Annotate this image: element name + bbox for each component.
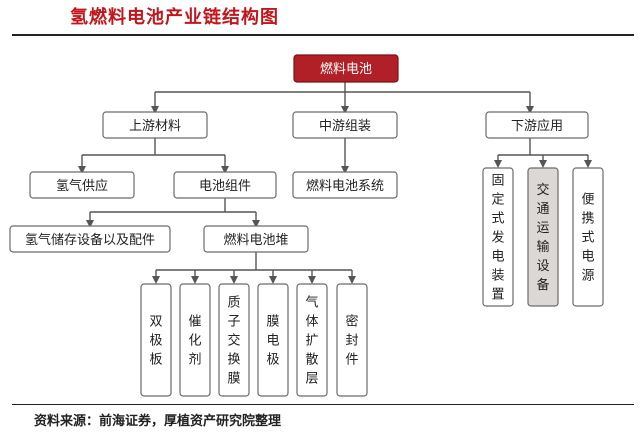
node-bipolar-plate-label: 双极板 — [149, 315, 162, 368]
node-hydrogen-supply-label: 氢气供应 — [56, 178, 108, 194]
node-seal-label: 密封件 — [345, 314, 358, 368]
node-mea-label: 膜电极 — [266, 315, 279, 368]
node-upstream: 上游材料 — [102, 111, 208, 139]
node-portable-label: 便携式电源 — [581, 193, 594, 284]
node-cell-components: 电池组件 — [173, 171, 277, 199]
node-gdl: 气体扩散层 — [296, 283, 328, 397]
node-fc-stack-label: 燃料电池堆 — [223, 232, 288, 248]
connectors — [78, 82, 592, 284]
node-midstream: 中游组装 — [292, 111, 398, 139]
node-storage-equipment: 氢气储存设备以及配件 — [9, 225, 171, 253]
node-fc-system-label: 燃料电池系统 — [306, 178, 384, 194]
node-stationary-label: 固定式发电装置 — [491, 174, 504, 303]
node-catalyst-label: 催化剂 — [188, 315, 201, 368]
downstream-applications: 固定式发电装置 交通运输设备 便携式电源 — [482, 167, 604, 307]
node-downstream: 下游应用 — [485, 111, 589, 139]
source-divider — [12, 404, 634, 405]
node-gdl-label: 气体扩散层 — [305, 295, 318, 387]
title-divider — [12, 34, 634, 36]
node-catalyst: 催化剂 — [179, 283, 211, 397]
node-pem-label: 质子交换膜 — [227, 296, 240, 387]
node-root-label: 燃料电池 — [320, 61, 372, 77]
node-root: 燃料电池 — [293, 54, 399, 83]
node-transport: 交通运输设备 — [527, 167, 559, 307]
node-downstream-label: 下游应用 — [511, 118, 563, 134]
node-mea: 膜电极 — [257, 283, 289, 397]
node-pem: 质子交换膜 — [218, 283, 250, 397]
node-seal: 密封件 — [336, 283, 368, 397]
node-stationary: 固定式发电装置 — [482, 167, 514, 307]
node-midstream-label: 中游组装 — [319, 119, 371, 134]
source-note: 资料来源：前海证券，厚植资产研究院整理 — [34, 414, 282, 429]
node-fc-system: 燃料电池系统 — [292, 171, 398, 199]
node-cell-components-label: 电池组件 — [199, 179, 251, 194]
node-hydrogen-supply: 氢气供应 — [29, 171, 135, 199]
node-transport-label: 交通运输设备 — [536, 182, 549, 293]
node-portable: 便携式电源 — [572, 167, 604, 307]
stack-components: 双极板 催化剂 质子交换膜 膜电极 气体扩散层 密封件 — [140, 283, 368, 397]
node-upstream-label: 上游材料 — [129, 119, 181, 134]
diagram-title: 氢燃料电池产业链结构图 — [70, 7, 279, 28]
node-bipolar-plate: 双极板 — [140, 283, 172, 397]
node-fc-stack: 燃料电池堆 — [203, 225, 309, 253]
node-storage-equipment-label: 氢气储存设备以及配件 — [25, 232, 155, 248]
